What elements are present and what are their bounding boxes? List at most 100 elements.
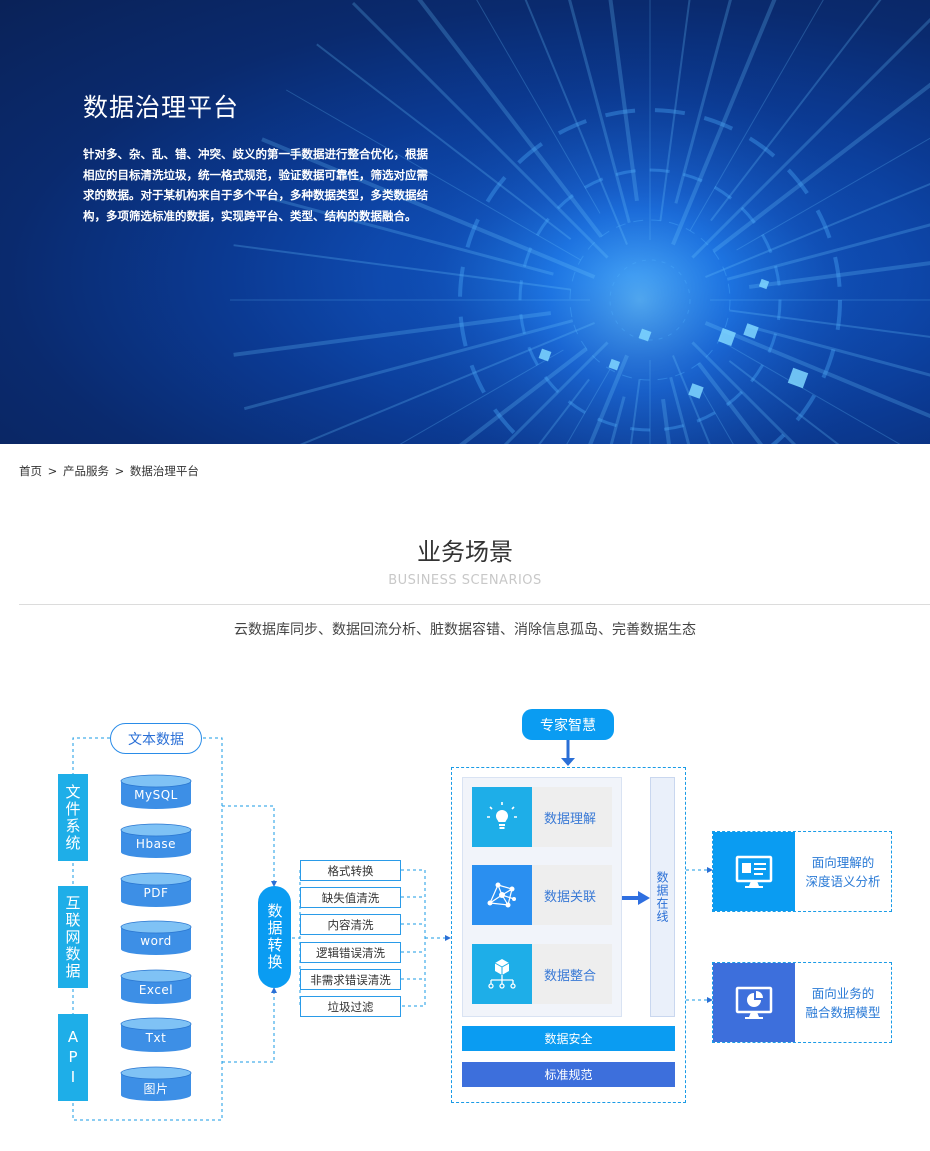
light-ray [243,189,554,276]
output-line: 面向理解的 [811,854,875,870]
light-ray [699,386,734,444]
database-label: 图片 [143,1082,169,1096]
database-cylinder: MySQL [120,774,192,810]
light-ray [261,137,596,279]
light-ray [710,0,882,222]
light-ray [233,244,571,291]
hero-banner: 数据治理平台 针对多、杂、乱、错、冲突、歧义的第一手数据进行整合优化，根据相应的… [0,0,930,444]
light-ray [726,223,930,281]
light-ray [674,0,732,204]
light-ray [689,0,824,231]
light-ray [476,0,601,214]
governance-box [451,767,686,1103]
source-internet-data: 互联网数据 [58,886,88,988]
light-ray [736,137,930,251]
light-ray [568,0,631,224]
text-data-label: 文本数据 [110,723,202,754]
light-ray [503,341,609,444]
monitor-list-icon [713,832,795,911]
light-ray [351,1,609,259]
tech-tunnel-graphic [0,0,930,444]
light-ray [417,0,603,238]
breadcrumb-current: 数据治理平台 [129,464,199,478]
light-ray [316,43,572,240]
database-label: MySQL [134,788,178,802]
database-label: word [140,934,172,948]
lightbulb-icon [472,787,532,847]
data-online-panel: 数据在线 [650,777,675,1017]
light-ray [286,89,581,261]
output-text: 面向业务的 融合数据模型 [795,963,891,1042]
breadcrumb-separator: > [47,464,58,478]
light-ray [671,0,777,246]
diagram-connectors [72,737,713,1121]
breadcrumb-separator: > [114,464,125,478]
network-icon [472,865,532,925]
database-label: Hbase [135,837,177,851]
output-semantic-analysis: 面向理解的 深度语义分析 [712,831,892,912]
light-ray [659,0,691,221]
light-ray [588,354,629,444]
output-text: 面向理解的 深度语义分析 [795,832,891,911]
hero-description: 针对多、杂、乱、错、冲突、歧义的第一手数据进行整合优化，根据相应的目标清洗垃圾，… [83,147,428,223]
card-data-understanding: 数据理解 [472,787,612,847]
light-ray [705,182,930,278]
database-icon [120,920,192,955]
database-icon [120,872,192,907]
light-ray [746,324,930,377]
light-ray [669,376,691,444]
light-ray [566,369,611,444]
database-icon [120,1066,192,1101]
database-icon [120,1017,192,1052]
step-non-requirement-error-cleaning: 非需求错误清洗 [300,969,401,990]
database-icon [120,823,192,858]
step-missing-value-cleaning: 缺失值清洗 [300,887,401,908]
light-ray [399,349,564,444]
light-ray [719,339,901,444]
database-label: PDF [143,886,169,900]
step-logic-error-cleaning: 逻辑错误清洗 [300,942,401,963]
section-divider [19,604,930,605]
source-api: API [58,1014,88,1101]
database-label: Excel [138,983,174,997]
breadcrumb: 首页 > 产品服务 > 数据治理平台 [19,463,201,479]
output-line: 面向业务的 [811,985,875,1001]
database-cylinder: Txt [120,1017,192,1053]
section-title: 业务场景 [417,538,513,566]
database-cylinder: 图片 [120,1066,192,1102]
card-data-integration: 数据整合 [472,944,612,1004]
light-ray [729,309,930,338]
database-icon [120,774,192,809]
data-online-label: 数据在线 [655,871,669,923]
card-label: 数据整合 [544,968,597,984]
card-label: 数据理解 [544,811,597,827]
section-description: 云数据库同步、数据回流分析、脏数据容错、消除信息孤岛、完善数据生态 [234,622,696,638]
light-ray [243,319,574,411]
light-ray [697,362,764,444]
database-label: Txt [145,1031,167,1045]
step-content-cleaning: 内容清洗 [300,914,401,935]
light-ray [691,341,797,444]
cube-hierarchy-icon [472,944,532,1004]
light-ray [728,360,840,444]
light-ray [712,82,930,253]
source-file-system: 文件系统 [58,774,88,861]
breadcrumb-home[interactable]: 首页 [19,464,42,478]
database-cylinder: word [120,920,192,956]
output-line: 深度语义分析 [805,873,881,889]
step-garbage-filtering: 垃圾过滤 [300,996,401,1017]
database-cylinder: Hbase [120,823,192,859]
light-ray [233,311,552,357]
data-security-bar: 数据安全 [462,1026,675,1051]
light-ray [299,322,595,444]
light-ray [672,355,711,444]
step-format-conversion: 格式转换 [300,860,401,881]
light-ray [459,347,588,444]
section-subtitle: BUSINESS SCENARIOS [388,573,542,588]
breadcrumb-products[interactable]: 产品服务 [62,464,109,478]
card-label: 数据关联 [544,889,597,905]
database-icon [120,969,192,1004]
output-fusion-model: 面向业务的 融合数据模型 [712,962,892,1043]
transform-text: 数据转换 [265,903,284,971]
